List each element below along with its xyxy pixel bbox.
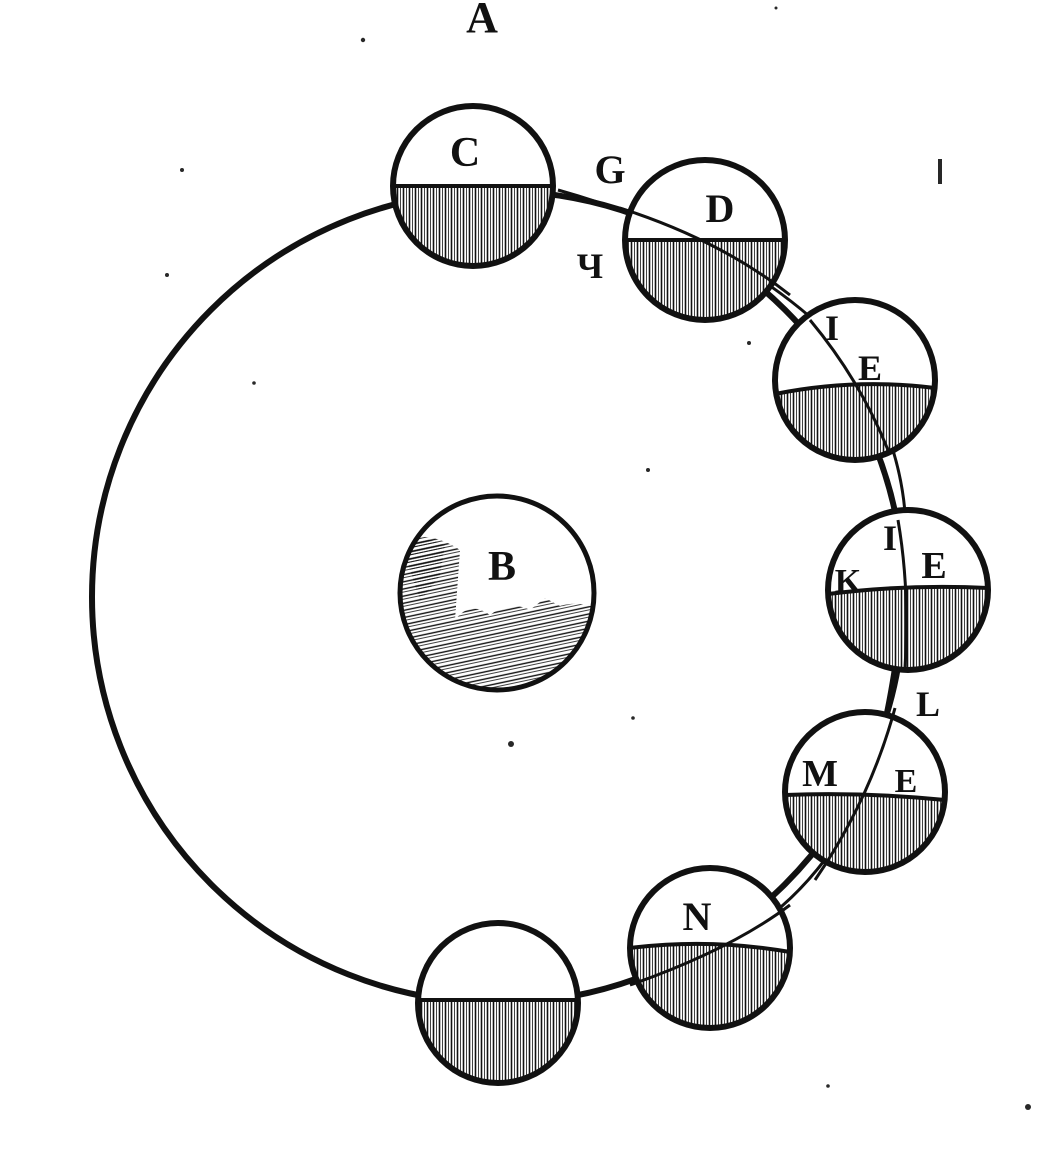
label-k: K <box>835 563 862 600</box>
speck <box>774 6 778 10</box>
arc-through-e-middle <box>896 519 908 669</box>
moon-e-upper <box>772 297 938 463</box>
speck <box>631 716 635 720</box>
speck <box>508 741 514 747</box>
arc-through-d <box>619 206 791 297</box>
label-n: N <box>683 894 712 939</box>
label-e-middle: E <box>921 545 946 587</box>
label-m: M <box>802 753 838 795</box>
speck <box>180 168 184 172</box>
label-i-upper: I <box>825 308 839 348</box>
label-l: L <box>916 684 940 724</box>
label-e-lower: E <box>895 763 918 800</box>
label-i-middle: I <box>883 518 897 558</box>
moon-n <box>627 865 793 1031</box>
speck <box>252 381 256 385</box>
speck <box>165 273 169 277</box>
speck <box>747 341 751 345</box>
speck <box>1025 1104 1031 1110</box>
arc-through-n <box>629 903 791 987</box>
label-b: B <box>488 544 516 590</box>
speck <box>938 159 942 184</box>
moon-m <box>782 709 948 875</box>
label-a: A <box>466 0 498 42</box>
speck <box>646 468 650 472</box>
arc-through-m <box>813 707 897 881</box>
speck <box>360 37 366 43</box>
arc-through-e-upper <box>808 319 890 451</box>
moon-bottom <box>415 920 581 1086</box>
label-d: D <box>706 186 735 231</box>
label-e-upper: E <box>858 348 882 388</box>
earth-globe-icon <box>397 493 597 693</box>
speck <box>826 1084 830 1088</box>
label-c: C <box>450 130 480 176</box>
label-h: Ч <box>577 246 603 286</box>
label-g: G <box>594 147 625 192</box>
